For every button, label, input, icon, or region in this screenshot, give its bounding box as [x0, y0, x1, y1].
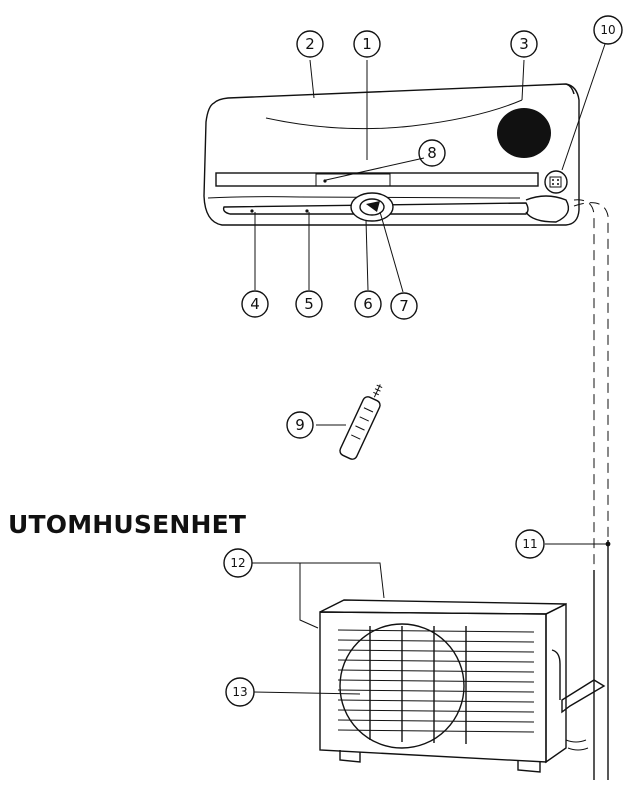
- callout-8: 8: [418, 139, 446, 167]
- callout-12: 12: [223, 548, 253, 578]
- remote-control: [339, 384, 383, 460]
- callout-7: 7: [390, 292, 418, 320]
- callout-1-label: 1: [362, 35, 372, 53]
- callout-8-label: 8: [427, 144, 437, 162]
- callout-13-label: 13: [232, 685, 247, 699]
- outdoor-unit-heading: UTOMHUSENHET: [8, 510, 247, 539]
- callout-5-label: 5: [304, 295, 314, 313]
- callout-5: 5: [295, 290, 323, 318]
- callout-3-label: 3: [519, 35, 529, 53]
- callout-6-label: 6: [363, 295, 373, 313]
- callout-3: 3: [510, 30, 538, 58]
- callout-9-label: 9: [295, 416, 305, 434]
- indoor-unit: [203, 83, 580, 226]
- callout-1: 1: [353, 30, 381, 58]
- callout-11-label: 11: [522, 537, 537, 551]
- callout-6: 6: [354, 290, 382, 318]
- callout-2-label: 2: [305, 35, 315, 53]
- callout-4-label: 4: [250, 295, 260, 313]
- callout-12-label: 12: [230, 556, 245, 570]
- leader-lines: [252, 43, 606, 695]
- outdoor-unit: [319, 599, 606, 773]
- callout-13: 13: [225, 677, 255, 707]
- callout-7-label: 7: [399, 297, 409, 315]
- callout-9: 9: [286, 411, 314, 439]
- callout-2: 2: [296, 30, 324, 58]
- connection-pipe: [573, 199, 611, 780]
- callout-10-label: 10: [600, 23, 615, 37]
- callout-11: 11: [515, 529, 545, 559]
- callout-4: 4: [241, 290, 269, 318]
- callout-10: 10: [593, 15, 623, 45]
